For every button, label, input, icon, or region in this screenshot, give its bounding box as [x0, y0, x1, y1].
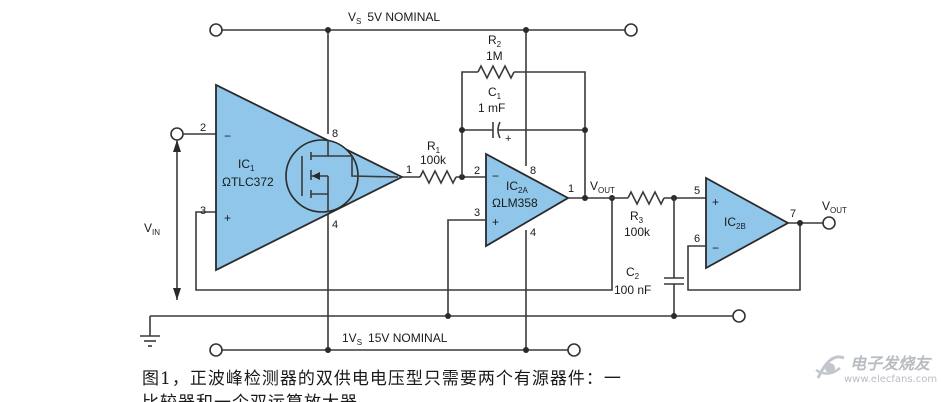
vout2-label: VOUT [822, 199, 847, 215]
r2-resistor [477, 64, 515, 80]
ic2a-pin-2: 2 [474, 165, 480, 177]
top-rail-right-terminal[interactable] [624, 23, 638, 37]
vin-label: VIN [144, 221, 160, 237]
watermark-url: www.elecfans.com [844, 374, 938, 385]
ic2a-part: ΩLM358 [492, 196, 538, 210]
vin-input: VIN [144, 127, 216, 300]
ic2b-plus-sign: + [712, 195, 719, 209]
r3-resistor [627, 190, 665, 206]
bottom-rail-right-terminal[interactable] [567, 343, 581, 357]
c1-plus-sign: + [505, 133, 511, 145]
vout-terminal[interactable] [822, 216, 836, 230]
vin-arrow-down-icon [173, 288, 181, 300]
r1-value: 100k [420, 153, 447, 167]
ic2a-body [485, 152, 570, 248]
bottom-rail-left-terminal[interactable] [209, 343, 223, 357]
ic1-pin-3: 3 [200, 205, 206, 217]
ic2a-pin-4: 4 [530, 227, 536, 239]
feedback-wire [195, 198, 613, 291]
ic2a-pin-3: 3 [474, 207, 480, 219]
r2-right-wire [514, 71, 586, 198]
ic2b-opamp: 5 6 7 + − IC2B VOUT [687, 176, 847, 291]
ic2a-noninv-wire [447, 219, 486, 316]
ic2b-pin-6: 6 [694, 233, 700, 245]
figure-caption-line-2: 比较器和一个双运算放大器 [142, 388, 358, 402]
ic1-comparator: 2 3 8 4 1 − + IC1 ΩTLC372 [200, 83, 412, 272]
c1-value: 1 mF [478, 101, 505, 115]
r2-left-wire [461, 71, 478, 177]
ic1-pin-2: 2 [200, 122, 206, 134]
mosfet-arrow-icon [312, 172, 320, 180]
c2-name: C2 [626, 265, 640, 281]
ic2a-minus-sign: − [492, 169, 499, 183]
c2-value: 100 nF [614, 283, 651, 297]
ic1-pin-1: 1 [406, 164, 412, 176]
figure-caption-line-1: 图1，正波峰检测器的双供电电压型只需要两个有源器件：一 [142, 369, 622, 389]
r2-value: 1M [486, 49, 503, 63]
ic2a-pin-8: 8 [530, 165, 536, 177]
ic1-pin-4: 4 [332, 219, 338, 231]
ic2a-pin-1: 1 [568, 183, 574, 195]
ic1-part: ΩTLC372 [222, 175, 274, 189]
ic2a-plus-sign: + [492, 215, 499, 229]
vin-arrow-up-icon [173, 140, 181, 152]
c1-name: C1 [488, 85, 502, 101]
ic1-name: IC1 [238, 157, 255, 173]
ic2b-feedback-wire [687, 223, 801, 291]
ground-icon [140, 335, 160, 347]
ground-rail [140, 309, 746, 347]
vout1-label: VOUT [590, 179, 615, 195]
top-rail-left-terminal[interactable] [209, 23, 223, 37]
r3-value: 100k [624, 225, 651, 239]
watermark: 电子发烧友 www.elecfans.com [810, 346, 938, 394]
mosfet-symbol [301, 140, 399, 212]
r1-name: R1 [427, 139, 441, 155]
ic2b-minus-sign: − [712, 241, 719, 255]
r1-resistor [419, 169, 457, 185]
ic2b-body [705, 176, 790, 270]
r2-name: R2 [488, 33, 502, 49]
ic1-plus-sign: + [224, 211, 231, 225]
ic2b-pin-5: 5 [694, 185, 700, 197]
watermark-logo-icon [815, 355, 845, 379]
ic1-minus-sign: − [224, 129, 231, 143]
vin-terminal[interactable] [170, 127, 184, 141]
ic1-pin-8: 8 [332, 128, 338, 140]
ground-right-terminal[interactable] [732, 309, 746, 323]
r3-name: R3 [630, 209, 644, 225]
ic2a-name: IC2A [506, 179, 528, 195]
ic2a-opamp: 2 3 8 4 1 − + IC2A ΩLM358 [445, 152, 574, 319]
ic2b-pin-7: 7 [790, 208, 796, 220]
watermark-title: 电子发烧友 [850, 354, 931, 373]
ic2b-name: IC2B [724, 215, 746, 231]
